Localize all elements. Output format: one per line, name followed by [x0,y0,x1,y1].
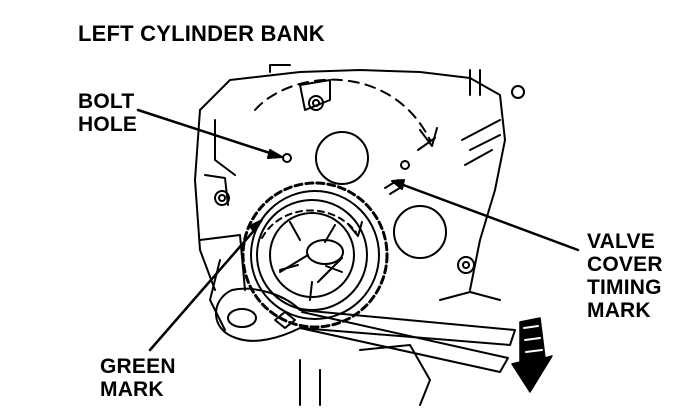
wrench [215,287,516,373]
bolt-hole-label-line: BOLT [78,90,135,113]
bolt-hole-label: BOLT HOLE [78,90,137,136]
engine-bolts [214,85,525,274]
green-mark-label-line: GREEN [100,355,176,378]
engine-block-outline [194,64,506,406]
green-mark-label: GREEN MARK [100,355,176,401]
valve-label-line: MARK [587,299,651,322]
bolt-hole-marker [282,153,292,163]
green-mark-label-line: MARK [100,378,164,401]
turn-direction-arrow [511,317,553,393]
diagram-title: LEFT CYLINDER BANK [78,21,325,46]
cover-windows [315,131,447,259]
bolt-hole-label-line: HOLE [78,113,138,136]
green-mark-leader [148,224,260,352]
camshaft-pulley [241,181,389,329]
valve-label-line: TIMING [587,276,662,299]
valve-label-line: VALVE [587,230,655,253]
bolt-hole-leader [136,108,278,157]
valve-cover-timing-mark-label: VALVE COVER TIMING MARK [587,230,663,322]
valve-timing-leader [396,181,580,252]
pulley-shaft [279,239,344,283]
valve-label-line: COVER [587,253,663,276]
timing-hole-marker [400,160,410,170]
rotation-arc [254,78,438,151]
